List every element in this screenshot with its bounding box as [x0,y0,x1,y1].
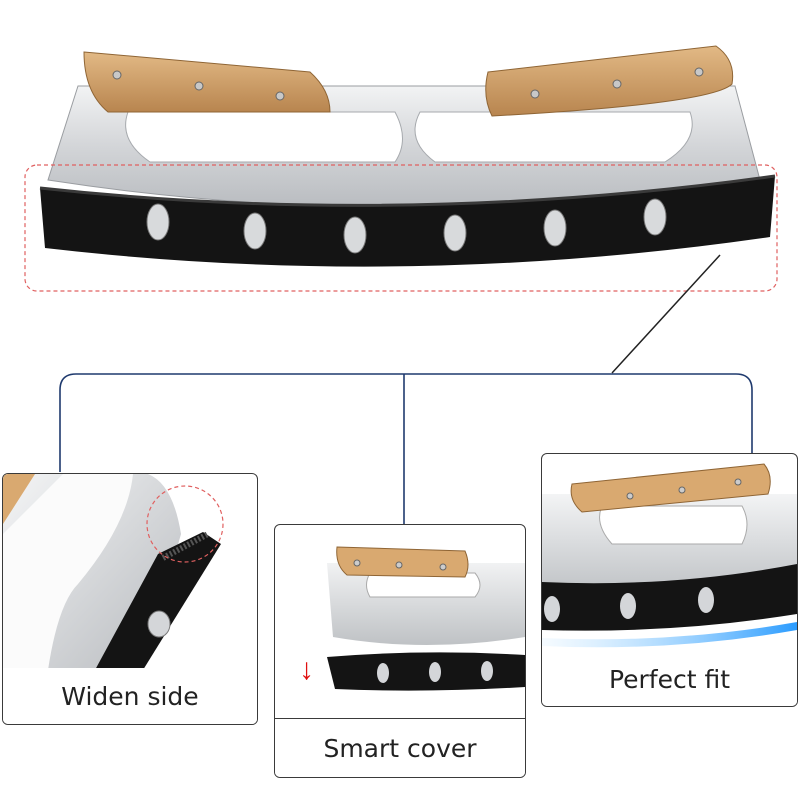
panel-perfect-fit: Perfect fit [541,453,798,707]
widen-side-caption: Widen side [3,668,257,724]
rocker-pizza-cutter-icon [24,45,778,374]
perfect-fit-caption: Perfect fit [542,652,797,706]
smart-cover-caption: Smart cover [275,718,525,777]
panel-smart-cover: ↓ Smart cover [274,524,526,778]
highlight-box [24,164,778,292]
perfect-fit-closeup [542,463,797,648]
widen-side-closeup [3,474,224,670]
highlight-circle [146,485,224,563]
main-product-image [0,0,800,380]
smart-cover-closeup [327,546,525,691]
down-arrow-icon: ↓ [299,653,314,686]
panel-widen-side: Widen side [2,473,258,725]
connector-lines [59,373,753,526]
